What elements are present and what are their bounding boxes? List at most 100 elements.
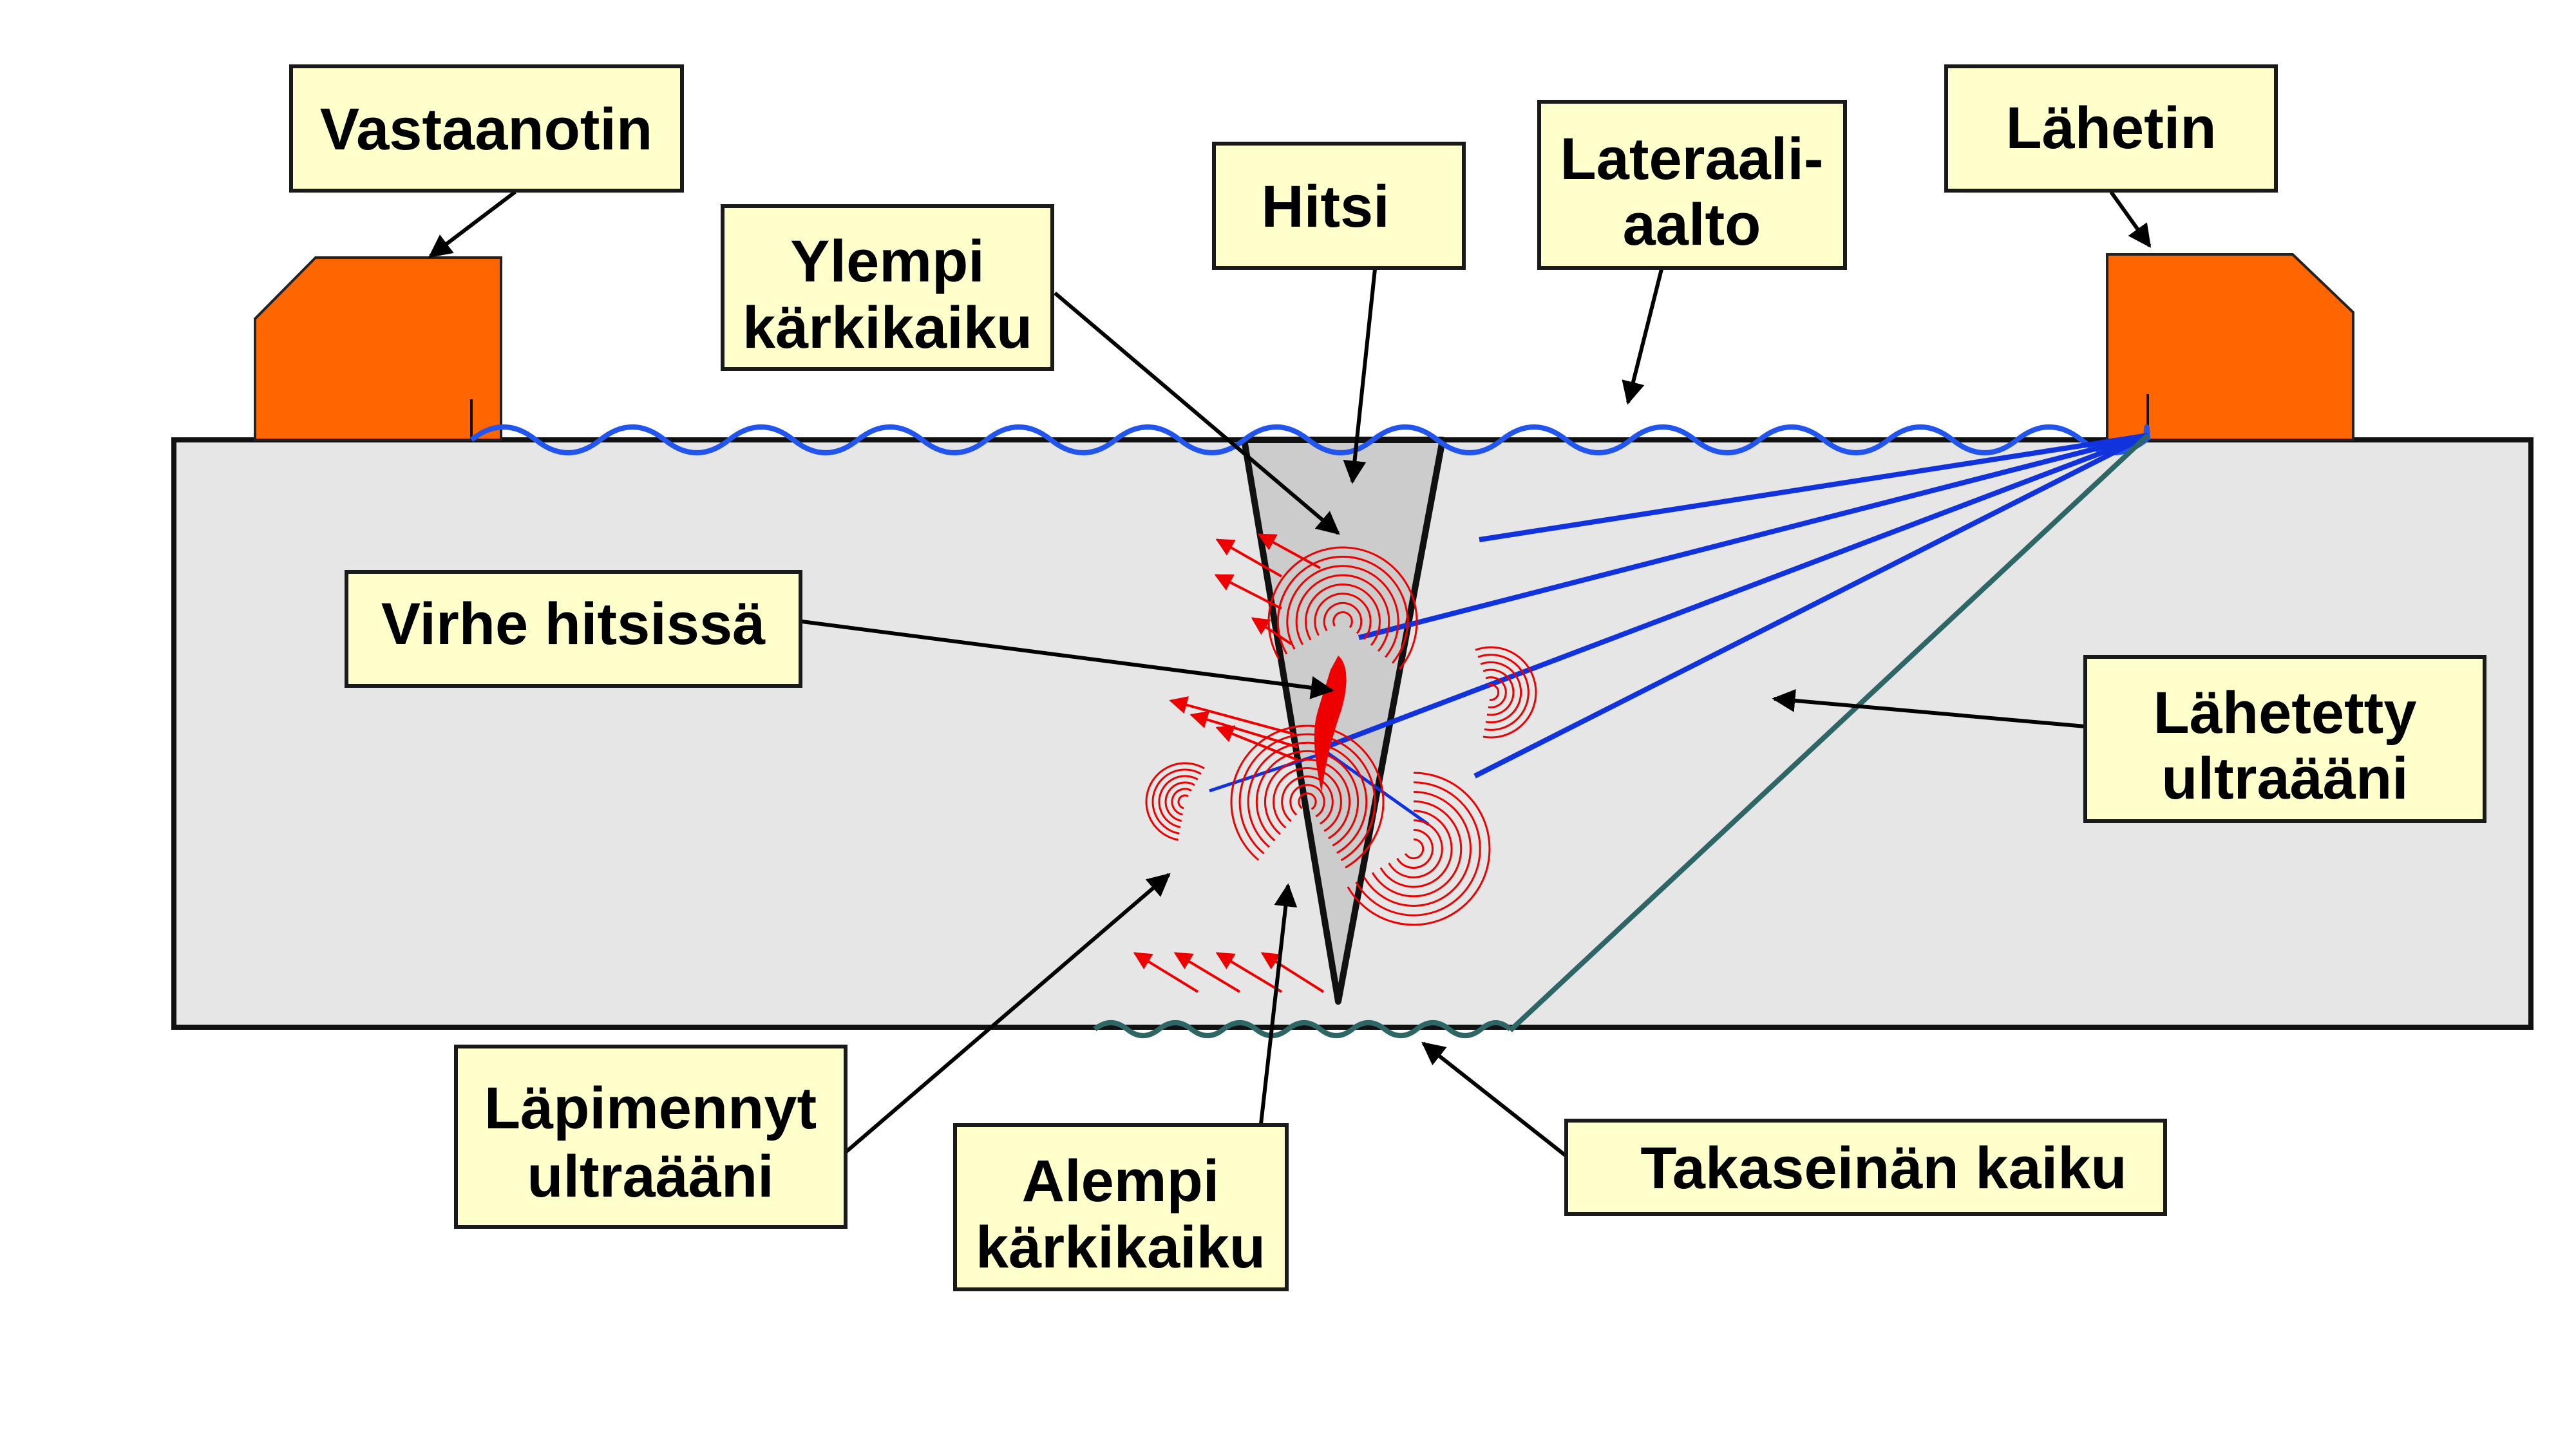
lateral-wave-path — [469, 424, 2150, 455]
red-arrow-icon — [1215, 952, 1283, 993]
weld-defect — [1314, 656, 1347, 792]
label-lower-tip-echo-line2: kärkikaiku — [976, 1215, 1265, 1280]
concentric-arc-icon — [1295, 574, 1390, 652]
concentric-arc-icon — [1475, 646, 1537, 739]
label-back-wall-echo-text: Takaseinän kaiku — [1640, 1135, 2126, 1201]
echo-ring-group-1 — [1267, 546, 1418, 670]
concentric-arc-icon — [1314, 593, 1372, 640]
echo-ring-group-5 — [1347, 772, 1491, 926]
label-transmitter: Lähetin — [1944, 64, 2278, 193]
label-upper-tip-echo-line2: kärkikaiku — [743, 295, 1032, 361]
concentric-arc-icon — [1276, 555, 1409, 664]
label-passed-line1: Läpimennyt — [484, 1076, 817, 1141]
concentric-arc-icon — [1230, 725, 1385, 869]
receiver-probe-icon — [254, 256, 502, 441]
label-weld: Hitsi — [1212, 142, 1466, 270]
concentric-arc-icon — [1177, 794, 1189, 810]
concentric-arc-icon — [1289, 784, 1325, 818]
pointer-transmitted — [1772, 688, 2086, 728]
concentric-arc-icon — [1485, 676, 1507, 708]
concentric-arc-icon — [1281, 775, 1334, 825]
label-weld-defect: Virhe hitsissä — [345, 570, 802, 688]
back-wall-beam — [1508, 433, 2150, 1032]
red-arrow-icon — [1215, 538, 1282, 578]
concentric-arc-icon — [1305, 583, 1381, 646]
label-receiver-text: Vastaanotin — [320, 97, 652, 162]
label-weld-defect-text: Virhe hitsissä — [381, 591, 766, 657]
concentric-arc-icon — [1379, 810, 1453, 888]
concentric-arc-icon — [1286, 565, 1399, 658]
red-arrow-icon — [1173, 952, 1241, 993]
concentric-arc-icon — [1247, 741, 1368, 854]
pointer-weld — [1343, 269, 1377, 484]
scatter-arrows — [1133, 533, 1325, 993]
label-passed-line2: ultraääni — [527, 1144, 773, 1209]
echo-ring-group-3 — [1475, 646, 1537, 739]
label-transmitted-line2: ultraääni — [2161, 746, 2408, 811]
pointer-receiver — [428, 190, 516, 258]
red-arrow-icon — [1215, 725, 1298, 761]
concentric-arc-icon — [1371, 800, 1463, 898]
label-receiver: Vastaanotin — [289, 64, 684, 193]
label-lateral-wave-line1: Lateraali- — [1560, 126, 1823, 192]
label-transmitted-ultrasound: Lähetetty ultraääni — [2083, 655, 2486, 823]
concentric-arc-icon — [1164, 781, 1195, 822]
concentric-arc-icon — [1267, 546, 1418, 670]
concentric-arc-icon — [1273, 767, 1342, 832]
concentric-arc-icon — [1477, 654, 1530, 731]
transmitted-beams — [1316, 433, 2149, 779]
label-upper-tip-echo: Ylempi kärkikaiku — [721, 204, 1054, 371]
label-lateral-wave: Lateraali- aalto — [1537, 100, 1847, 270]
label-lower-tip-echo-line1: Alempi — [1022, 1148, 1220, 1214]
red-arrow-icon — [1260, 952, 1325, 993]
concentric-arc-icon — [1388, 819, 1443, 878]
pointer-weld-defect — [801, 620, 1334, 699]
concentric-arc-icon — [1145, 762, 1205, 841]
concentric-arc-icon — [1171, 788, 1192, 816]
concentric-arc-icon — [1298, 792, 1317, 810]
concentric-arc-icon — [1480, 661, 1522, 724]
echo-ring-group-4 — [1145, 762, 1205, 841]
red-arrow-icon — [1133, 952, 1199, 993]
label-transmitted-line1: Lähetetty — [2154, 680, 2417, 746]
concentric-arc-icon — [1255, 750, 1359, 847]
pointer-passed — [844, 873, 1171, 1155]
concentric-arc-icon — [1158, 775, 1198, 828]
red-arrow-icon — [1189, 710, 1298, 748]
label-transmitter-text: Lähetin — [2005, 95, 2216, 161]
red-arrow-icon — [1169, 696, 1295, 735]
pointer-arrows — [428, 190, 2152, 1158]
transmitter-probe-icon — [2106, 253, 2354, 441]
red-arrow-icon — [1251, 617, 1293, 645]
concentric-arc-icon — [1238, 733, 1376, 862]
concentric-arc-icon — [1264, 758, 1351, 840]
concentric-arc-icon — [1332, 611, 1353, 629]
pointer-back-wall-echo — [1421, 1041, 1567, 1158]
back-wall-echo-path — [1093, 1020, 1512, 1038]
label-passed-ultrasound: Läpimennyt ultraääni — [454, 1045, 848, 1229]
concentric-arc-icon — [1404, 838, 1425, 860]
concentric-arc-icon — [1488, 683, 1500, 701]
echo-rings — [1145, 546, 1537, 926]
concentric-arc-icon — [1482, 669, 1515, 716]
label-upper-tip-echo-line1: Ylempi — [790, 229, 985, 294]
concentric-arc-icon — [1347, 772, 1491, 926]
label-lower-tip-echo: Alempi kärkikaiku — [953, 1123, 1289, 1291]
concentric-arc-icon — [1151, 768, 1202, 835]
red-arrow-icon — [1257, 533, 1321, 569]
label-lateral-wave-line2: aalto — [1623, 192, 1761, 258]
label-back-wall-echo: Takaseinän kaiku — [1564, 1119, 2167, 1216]
pointer-transmitter — [2109, 191, 2152, 248]
pointer-lateral-wave — [1622, 269, 1663, 405]
pointer-upper-tip-echo — [1054, 291, 1340, 535]
red-arrow-icon — [1214, 574, 1282, 610]
label-weld-text: Hitsi — [1261, 174, 1389, 240]
pointer-lower-tip-echo — [1259, 883, 1298, 1124]
concentric-arc-icon — [1363, 791, 1472, 907]
concentric-arc-icon — [1323, 602, 1363, 634]
echo-ring-group-2 — [1230, 725, 1385, 869]
concentric-arc-icon — [1355, 781, 1481, 916]
concentric-arc-icon — [1396, 829, 1434, 869]
diffracted-beam-right — [1325, 750, 1430, 826]
